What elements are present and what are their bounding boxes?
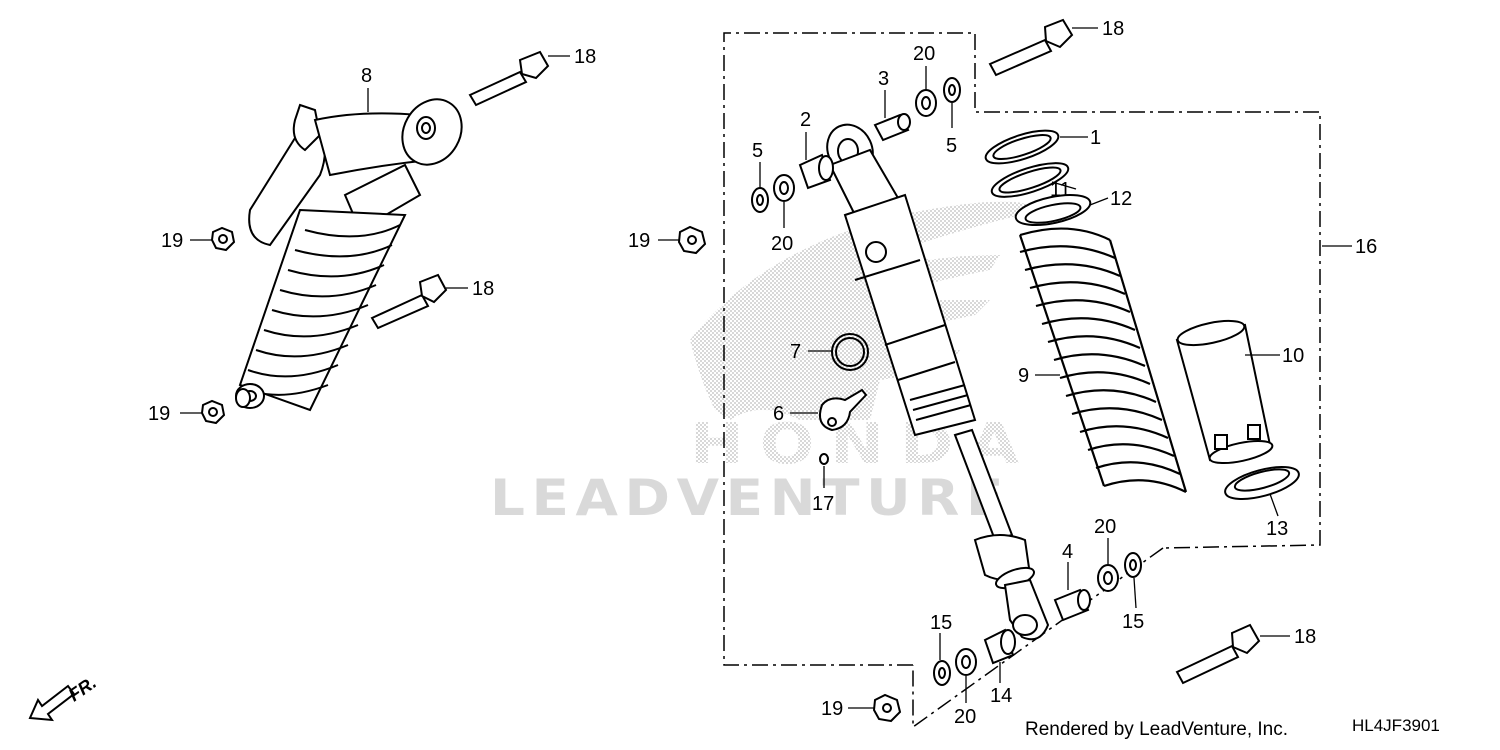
callout-20: 20 (954, 706, 976, 728)
callout-12: 12 (1110, 188, 1132, 210)
watermark-text: LEADVENTURE (490, 469, 1010, 527)
callout-3: 3 (878, 68, 889, 90)
washer-left-bottom (235, 388, 251, 408)
callout-7: 7 (790, 341, 801, 363)
rendered-by-footer: Rendered by LeadVenture, Inc. (1025, 719, 1289, 740)
diagram-code: HL4JF3901 (1352, 716, 1440, 735)
callout-19: 19 (148, 403, 170, 425)
callout-15: 15 (930, 612, 952, 634)
callout-18: 18 (472, 278, 494, 300)
leader-lines-center (658, 27, 1352, 709)
callout-2: 2 (800, 109, 811, 131)
callout-8: 8 (361, 65, 372, 87)
assembled-shock-absorber (235, 98, 463, 412)
callout-9: 9 (1018, 365, 1029, 387)
shock-absorber-body (826, 123, 1050, 641)
callout-20: 20 (771, 233, 793, 255)
dust-boot-10 (1175, 319, 1274, 465)
callout-19: 19 (821, 698, 843, 720)
callout-5: 5 (752, 140, 763, 162)
seal-20-top (915, 89, 937, 117)
callout-18: 18 (574, 46, 596, 68)
washer-15-right (1124, 552, 1142, 578)
leader-lines-left (180, 55, 570, 414)
callout-20: 20 (1094, 516, 1116, 538)
washer-15-bottom (933, 660, 951, 686)
callout-10: 10 (1282, 345, 1304, 367)
nut-19-center (677, 225, 707, 255)
bolt-18-mid-left (370, 273, 448, 330)
front-indicator-label: FR. (65, 672, 100, 705)
spring-adjuster-11 (990, 162, 1070, 198)
front-arrow-icon: FR. (28, 672, 100, 722)
callout-18: 18 (1102, 18, 1124, 40)
callout-17: 17 (812, 493, 834, 515)
stopper-ring-1 (984, 129, 1060, 165)
seal-20-right (1097, 564, 1119, 592)
callout-5: 5 (946, 135, 957, 157)
bearing-2 (798, 153, 834, 190)
callout-19: 19 (161, 230, 183, 252)
callout-14: 14 (990, 685, 1012, 707)
o-ring-7 (831, 333, 869, 371)
seal-20-left (773, 174, 795, 202)
bolt-18-top-center (988, 18, 1074, 77)
callout-18: 18 (1294, 626, 1316, 648)
nut-19-upper-left (210, 226, 236, 252)
bolt-18-bottom (1175, 623, 1261, 685)
collar-4 (1053, 588, 1091, 622)
callout-4: 4 (1062, 541, 1073, 563)
callout-labels: 8 18 19 18 19 18 20 3 5 2 5 1 11 12 19 2… (148, 18, 1377, 728)
cap-17 (819, 453, 829, 465)
washer-5-left (751, 187, 769, 213)
spring-seat-12 (1014, 194, 1092, 226)
bolt-18-top-left (468, 50, 550, 107)
nut-19-bottom (872, 693, 902, 723)
seal-20-bottom (955, 648, 977, 676)
bearing-14 (983, 628, 1016, 665)
nut-19-lower-left (200, 399, 226, 425)
callout-19: 19 (628, 230, 650, 252)
callout-20: 20 (913, 43, 935, 65)
callout-6: 6 (773, 403, 784, 425)
washer-5-top (943, 77, 961, 103)
collar-13 (1224, 466, 1300, 500)
callout-16: 16 (1355, 236, 1377, 258)
collar-3 (873, 113, 911, 142)
callout-11: 11 (1050, 179, 1071, 201)
callout-13: 13 (1266, 518, 1288, 540)
callout-1: 1 (1090, 127, 1101, 149)
callout-15: 15 (1122, 611, 1144, 633)
valve-6 (819, 388, 868, 432)
spring-9 (1018, 227, 1188, 493)
